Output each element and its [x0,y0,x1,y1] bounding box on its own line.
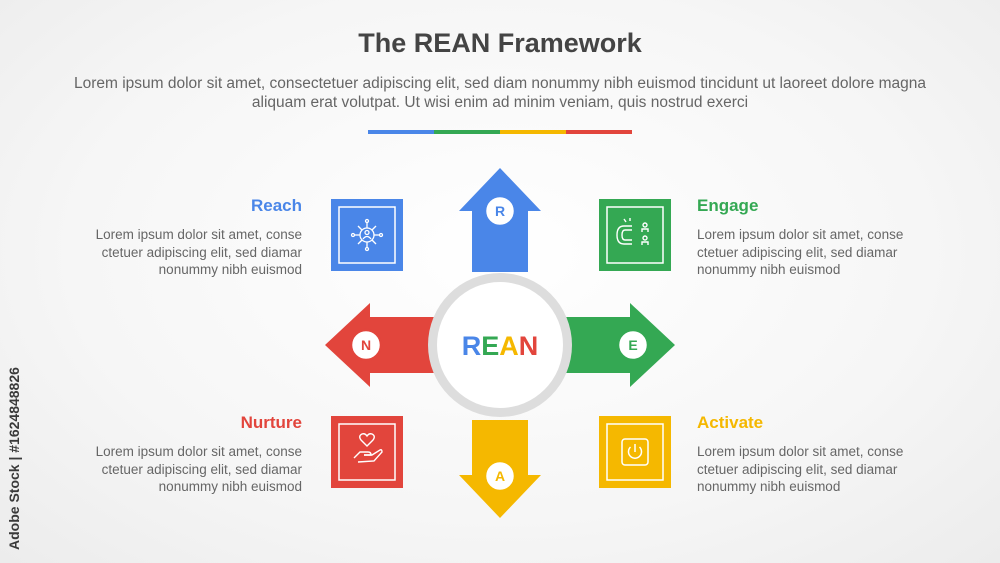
reach-letter: R [495,203,505,219]
reach-desc-line2: ctetuer adipiscing elit, sed diamar [101,244,302,260]
nurture-arrow [325,303,440,387]
nurture-desc-line3: nonummy nibh euismod [158,479,302,494]
center-circle-inner [437,282,563,408]
engage-letter: E [628,337,637,353]
page-title: The REAN Framework [358,28,642,58]
center-rean-text: REAN [462,331,539,361]
nurture-badge: N [349,328,383,362]
reach-desc-line3: nonummy nibh euismod [158,262,302,277]
nurture-desc-line1: Lorem ipsum dolor sit amet, conse [95,444,302,459]
page-subtitle: Lorem ipsum dolor sit amet, consectetuer… [73,75,927,111]
activate-desc-line2: ctetuer adipiscing elit, sed diamar [697,461,898,477]
nurture-letter: N [361,337,371,353]
reach-icon-box [331,199,403,271]
reach-badge: R [483,194,517,228]
divider-red [566,130,632,134]
activate-desc-line3: nonummy nibh euismod [697,479,841,494]
reach-desc-line1: Lorem ipsum dolor sit amet, conse [95,227,302,242]
activate-badge: A [483,459,517,493]
nurture-desc-line2: ctetuer adipiscing elit, sed diamar [101,461,302,477]
power-button-icon [621,438,649,466]
reach-description: Lorem ipsum dolor sit amet, conse ctetue… [62,226,302,279]
stock-watermark: Adobe Stock | #1624848826 [6,367,22,550]
center-letter-r: R [462,331,482,361]
engage-desc-line2: ctetuer adipiscing elit, sed diamar [697,244,898,260]
nurture-description: Lorem ipsum dolor sit amet, conse ctetue… [62,443,302,496]
nurture-icon-box [331,416,403,488]
activate-title: Activate [697,413,764,432]
engage-icon-box [599,199,671,271]
color-divider [368,130,632,134]
center-letter-a: A [499,331,519,361]
activate-desc-line1: Lorem ipsum dolor sit amet, conse [697,444,904,459]
magnet-people-icon [616,218,649,245]
activate-icon-box [599,416,671,488]
network-person-icon [350,218,384,252]
reach-title: Reach [250,196,302,215]
engage-description: Lorem ipsum dolor sit amet, conse ctetue… [697,226,937,279]
hand-heart-icon [353,433,383,463]
divider-blue [368,130,434,134]
divider-green [434,130,500,134]
divider-yellow [500,130,566,134]
activate-letter: A [495,468,505,484]
activate-description: Lorem ipsum dolor sit amet, conse ctetue… [697,443,937,496]
center-letter-e: E [481,331,499,361]
nurture-title: Nurture [240,413,302,432]
engage-badge: E [616,328,650,362]
center-letter-n: N [519,331,539,361]
engage-desc-line3: nonummy nibh euismod [697,262,841,277]
engage-title: Engage [697,196,759,215]
engage-desc-line1: Lorem ipsum dolor sit amet, conse [697,227,904,242]
